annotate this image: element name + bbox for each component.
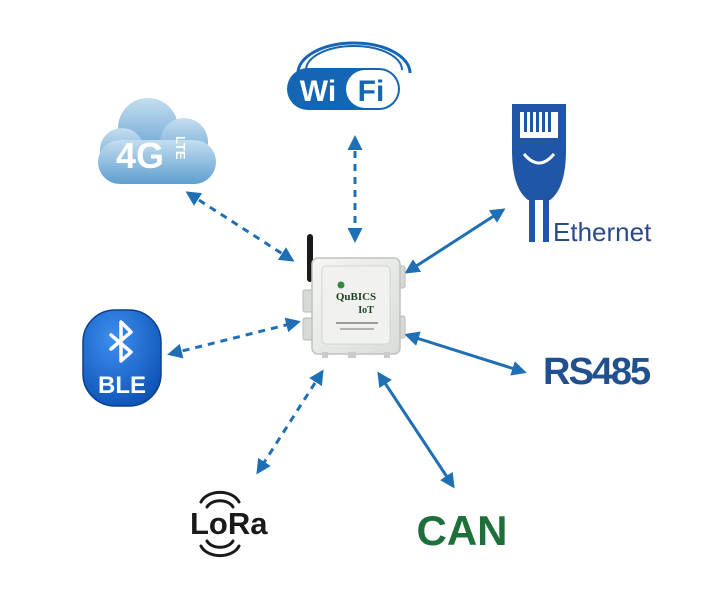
cloud-icon <box>98 98 216 184</box>
ble-node: BLE <box>82 309 162 407</box>
lora-wave-icon <box>199 490 241 558</box>
ethernet-label: Ethernet <box>553 217 652 247</box>
rs485-label: RS485 <box>543 351 651 393</box>
arrow-rs485 <box>404 331 527 376</box>
wifi-node: Wi Fi <box>287 41 412 110</box>
arrow-ble <box>167 317 301 359</box>
can-node: CAN <box>417 507 508 554</box>
ethernet-node: Ethernet <box>512 104 652 247</box>
device-sub: IoT <box>358 305 374 316</box>
lte-label-main: 4G <box>116 135 164 176</box>
lora-node: LoRa <box>190 490 268 558</box>
arrow-ethernet <box>404 208 506 274</box>
wifi-logo-icon <box>287 41 412 110</box>
lte-label-sup: LTE <box>173 136 188 160</box>
wifi-label-left: Wi <box>300 75 336 108</box>
ethernet-plug-icon <box>512 104 566 242</box>
arrow-can <box>377 371 455 489</box>
bluetooth-rune <box>109 320 133 363</box>
rs485-node: RS485 <box>543 351 653 393</box>
wifi-label-right: Fi <box>358 75 385 108</box>
can-label: CAN <box>417 507 508 554</box>
connection-arrows <box>167 135 527 489</box>
lte-node: 4G LTE <box>98 98 216 184</box>
arrow-lte <box>185 191 295 262</box>
device-brand: QuBICS <box>336 291 376 303</box>
arrow-lora <box>256 369 324 475</box>
lora-label: LoRa <box>190 506 268 541</box>
ble-label: BLE <box>98 372 146 399</box>
device-enclosure-icon <box>302 234 406 358</box>
device-node: QuBICS IoT <box>302 234 406 358</box>
